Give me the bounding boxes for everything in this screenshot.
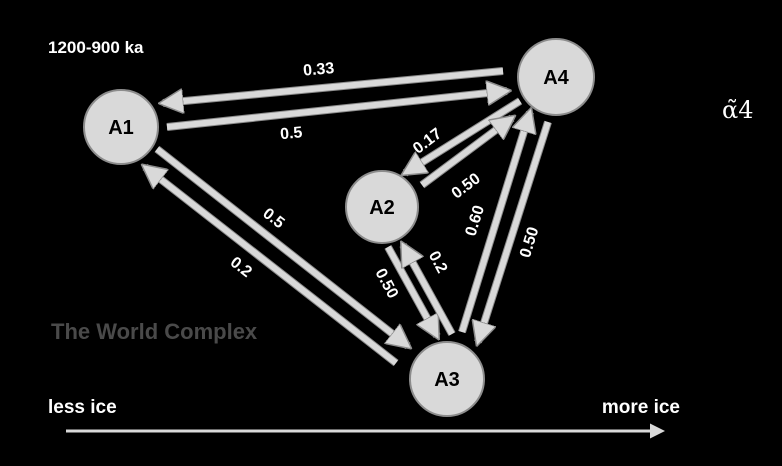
edge-arrow-a2-a3 [385,245,437,336]
edge-label-a3-a1: 0.2 [227,254,255,281]
node-a4: A4 [517,38,595,116]
edge-label-a2-a4: 0.50 [449,170,484,202]
edge-arrow-a2-a4 [420,118,512,188]
edge-arrow-a4-a3 [478,121,551,342]
diagram-title: 1200-900 ka [48,38,144,57]
edge-label-a2-a3: 0.50 [371,266,401,302]
edge-arrow-a4-a1 [163,68,504,103]
edge-arrow-a3-a4 [459,112,530,333]
axis-label-more-ice: more ice [602,397,680,418]
watermark-text: The World Complex [51,319,258,344]
edge-label-a1-a4: 0.5 [279,124,303,143]
node-label: A2 [369,197,395,219]
edge-arrow-a3-a2 [403,245,455,336]
node-a3: A3 [409,341,485,417]
edge-label-a4-a3: 0.50 [517,225,542,260]
node-label: A4 [543,67,569,89]
node-a1: A1 [83,89,159,165]
edge-label-a3-a2: 0.2 [425,249,450,277]
node-label: A3 [434,369,460,391]
node-label: A1 [108,117,134,139]
alpha-symbol: α̃4 [722,96,753,124]
edge-arrow-a1-a3 [155,146,408,346]
edge-arrow-a4-a2 [405,98,522,173]
edge-labels: 0.33 0.5 0.17 0.50 0.5 0.2 0.50 0.2 0.60… [227,60,543,301]
edge-arrow-a1-a4 [166,91,507,130]
edge-arrow-a3-a1 [145,167,398,366]
node-a2: A2 [345,170,419,244]
edge-label-a4-a1: 0.33 [302,60,335,80]
axis-label-less-ice: less ice [48,397,117,418]
edge-arrows [145,67,552,367]
edge-label-a3-a4: 0.60 [463,203,488,238]
